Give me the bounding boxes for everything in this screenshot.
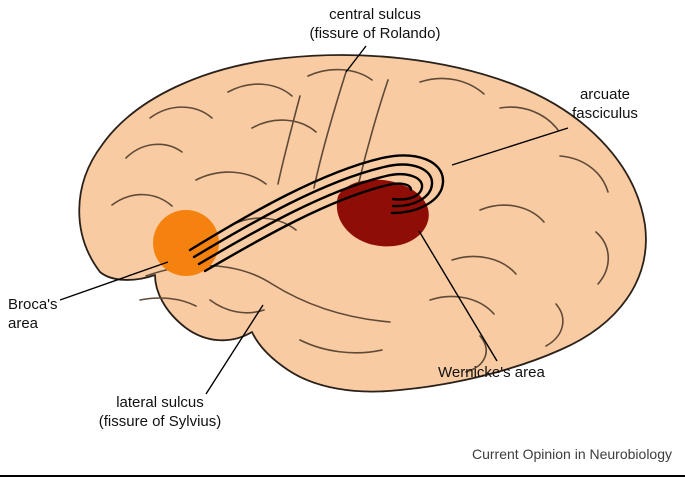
label-arcuate-fasciculus: arcuate fasciculus — [572, 86, 638, 122]
label-wernickes-area: Wernicke's area — [438, 364, 545, 381]
attribution: Current Opinion in Neurobiology — [472, 446, 672, 462]
broca-leader — [59, 261, 169, 301]
central-sulcus-leader — [345, 45, 367, 73]
gyri-sulci-lines — [111, 68, 609, 373]
leader-lines — [59, 45, 569, 395]
bottom-border — [0, 475, 685, 477]
lateral-sulcus-leader — [205, 304, 264, 395]
wernicke-leader — [418, 230, 498, 362]
label-central-sulcus: central sulcus (fissure of Rolando) — [309, 6, 441, 42]
wernicke-area-shape — [336, 179, 429, 247]
label-lateral-sulcus: lateral sulcus (fissure of Sylvius) — [98, 394, 222, 430]
broca-area-shape — [153, 210, 219, 276]
arcuate-fasciculus-path — [188, 154, 445, 273]
arcuate-fasciculus-leader — [451, 127, 569, 166]
label-brocas-area: Broca's area — [8, 296, 58, 332]
central-sulcus-line — [313, 71, 347, 189]
